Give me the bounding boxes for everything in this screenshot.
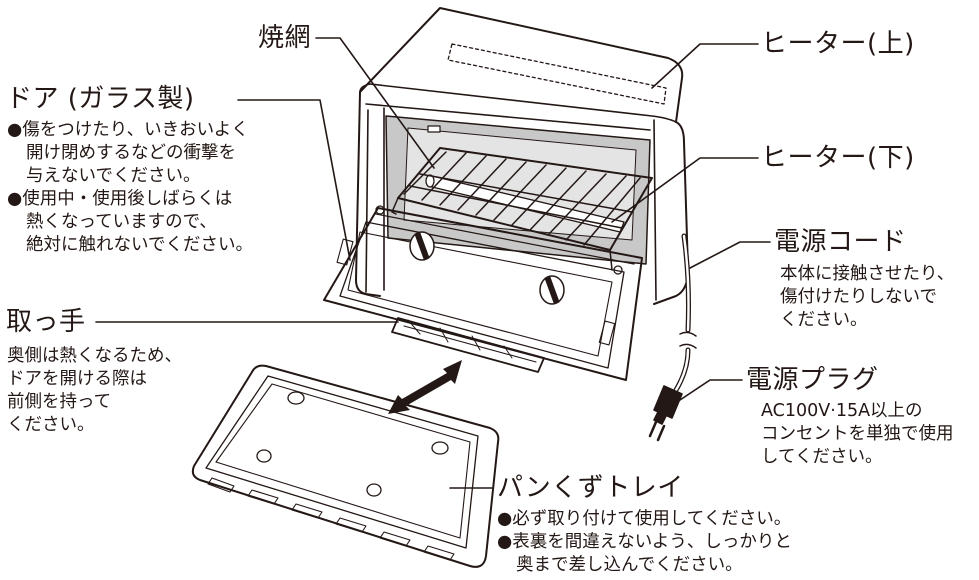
plug-note-line: してください。 — [761, 447, 883, 467]
label-handle: 取っ手 — [6, 307, 86, 337]
leader-plug — [673, 379, 743, 405]
power-plug — [648, 385, 683, 442]
cord-note-line: ください。 — [780, 310, 868, 330]
cord-note-line: 本体に接触させたり、 — [780, 264, 955, 284]
leader-yakiami — [315, 37, 435, 169]
plug-notes: AC100V·15A以上の コンセントを単独で使用 してください。 — [761, 400, 954, 469]
label-heater-bottom: ヒーター(下) — [761, 143, 915, 173]
label-door: ドア (ガラス製) — [6, 84, 195, 114]
handle-note-line: 前側を持って — [7, 392, 112, 412]
label-cord: 電源コード — [774, 227, 907, 257]
leader-cord — [689, 241, 771, 269]
leader-heater-top — [651, 43, 759, 89]
tray-note-line: ●必ず取り付けて使用してください。 — [497, 509, 792, 529]
handle-notes: 奥側は熱くなるため、 ドアを開ける際は 前側を持って ください。 — [7, 345, 182, 437]
tray-note-line: ●表裏を間違えないよう、しっかりと — [497, 532, 792, 552]
label-heater-top: ヒーター(上) — [761, 29, 915, 59]
double-arrow — [388, 360, 462, 414]
door-handle — [391, 317, 545, 373]
leader-lines — [95, 37, 771, 489]
label-tray: パンくずトレイ — [497, 473, 684, 503]
door-note-line: 熱くなっていますので、 — [26, 212, 217, 232]
crumb-tray — [191, 364, 500, 568]
door-note-line: ●傷をつけたり、いきおいよく — [7, 120, 249, 140]
cord-note-line: 傷付けたりしないで — [780, 287, 937, 307]
leader-heater-bottom — [611, 157, 759, 223]
label-yakiami: 焼網 — [258, 23, 312, 53]
tray-note-line: 奥まで差し込んでください。 — [516, 555, 743, 575]
handle-note-line: ドアを開ける際は — [7, 369, 147, 389]
door-note-line: ●使用中・使用後しばらくは — [7, 189, 233, 209]
power-cord — [673, 233, 697, 393]
cord-notes: 本体に接触させたり、 傷付けたりしないで ください。 — [780, 263, 954, 332]
oven-interior — [385, 115, 651, 265]
plug-note-line: コンセントを単独で使用 — [761, 424, 954, 444]
tray-notes: ●必ず取り付けて使用してください。 ●表裏を間違えないよう、しっかりと 奥まで差… — [497, 508, 792, 577]
door-note-line: 絶対に触れないでください。 — [26, 235, 253, 255]
label-plug: 電源プラグ — [746, 365, 879, 395]
door-note-line: 開け閉めするなどの衝撃を — [26, 143, 236, 163]
grill-rack — [391, 147, 653, 271]
door-note-line: 与えないでください。 — [26, 166, 201, 186]
handle-note-line: 奥側は熱くなるため、 — [7, 346, 182, 366]
handle-note-line: ください。 — [7, 415, 95, 435]
door-notes: ●傷をつけたり、いきおいよく 開け閉めするなどの衝撃を 与えないでください。 ●… — [7, 119, 253, 257]
leader-door — [237, 99, 351, 261]
plug-note-line: AC100V·15A以上の — [761, 401, 923, 421]
oven-door — [323, 205, 643, 381]
